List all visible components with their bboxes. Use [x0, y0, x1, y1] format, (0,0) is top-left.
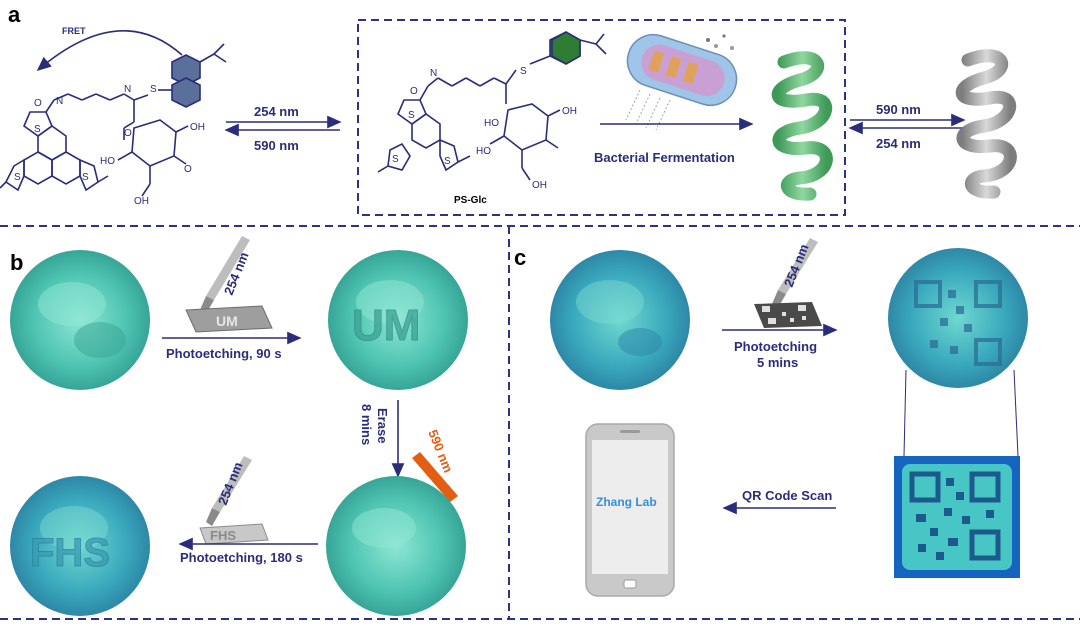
lamp-254-c-label: 254 nm [781, 242, 812, 289]
erase-label: Erase [375, 408, 390, 443]
panel-c-letter: c [514, 245, 526, 270]
mask-fhs-text: FHS [210, 528, 236, 543]
zoom-line-right [1013, 369, 1019, 457]
mask-um-text: UM [216, 313, 238, 329]
svg-text:S: S [150, 84, 157, 95]
fret-label: FRET [62, 26, 86, 36]
phone-text: Zhang Lab [596, 495, 657, 509]
zoom-line-left [903, 369, 907, 457]
svg-text:N: N [430, 68, 437, 79]
fret-arrow [36, 30, 183, 72]
step1-label: Photoetching, 90 s [166, 346, 282, 361]
lamp-590 [412, 452, 458, 502]
step3-label: Photoetching, 180 s [180, 550, 303, 565]
fermentation-label: Bacterial Fermentation [594, 150, 735, 165]
helix-green [771, 51, 833, 201]
svg-text:OH: OH [562, 106, 577, 117]
wl-590-left: 590 nm [254, 138, 299, 153]
step-label-c-1: Photoetching [734, 339, 817, 354]
svg-text:HO: HO [476, 146, 491, 157]
svg-text:HO: HO [100, 156, 115, 167]
svg-text:OH: OH [190, 122, 205, 133]
molecule-left-labels: FRET S N N O O S S S HO OH O OH [14, 26, 205, 207]
disc-b-original [10, 250, 150, 390]
svg-text:O: O [410, 86, 418, 97]
panel-b-letter: b [10, 250, 23, 275]
svg-text:S: S [34, 124, 41, 135]
molecule-left [0, 30, 227, 197]
svg-text:O: O [124, 128, 132, 139]
erase-time: 8 mins [359, 404, 374, 445]
qr-zoom [894, 456, 1020, 578]
disc-b-etched-fhs [10, 476, 150, 616]
svg-text:O: O [184, 164, 192, 175]
panel-a-letter: a [8, 2, 21, 27]
phone-illustration [585, 423, 675, 597]
svg-text:S: S [82, 172, 89, 183]
etched-um-text: UM [352, 301, 420, 350]
wl-254-right: 254 nm [876, 136, 921, 151]
step-label-c-2: 5 mins [757, 355, 798, 370]
svg-text:S: S [392, 154, 399, 165]
scan-label: QR Code Scan [742, 488, 832, 503]
etched-fhs-text: FHS [30, 531, 110, 575]
svg-text:S: S [14, 172, 21, 183]
svg-text:S: S [520, 66, 527, 77]
svg-text:OH: OH [532, 180, 547, 191]
mask-um [185, 305, 273, 333]
disc-c-qr [888, 248, 1028, 388]
wl-254-left: 254 nm [254, 104, 299, 119]
helix-gray [955, 49, 1017, 199]
molecule-ps-glc-labels: S N O S S S HO HO OH OH [392, 66, 577, 191]
disc-b-etched-um [328, 250, 468, 390]
lamp-254-bottom-label: 254 nm [215, 460, 246, 507]
molecule-ps-glc [377, 31, 607, 181]
lamp-254-bottom [206, 456, 252, 526]
compound-name: PS-Glc [454, 195, 487, 206]
svg-text:N: N [124, 84, 131, 95]
svg-text:OH: OH [134, 196, 149, 207]
ps-glc-box [357, 19, 846, 216]
svg-text:HO: HO [484, 118, 499, 129]
disc-b-erased [326, 476, 466, 616]
mask-qr [754, 302, 822, 328]
disc-c-original [550, 250, 690, 390]
svg-text:O: O [34, 98, 42, 109]
bacterium-illustration [625, 33, 738, 131]
wl-590-right: 590 nm [876, 102, 921, 117]
svg-text:S: S [444, 156, 451, 167]
svg-text:N: N [56, 96, 63, 107]
svg-text:S: S [408, 110, 415, 121]
mask-fhs [199, 523, 269, 545]
